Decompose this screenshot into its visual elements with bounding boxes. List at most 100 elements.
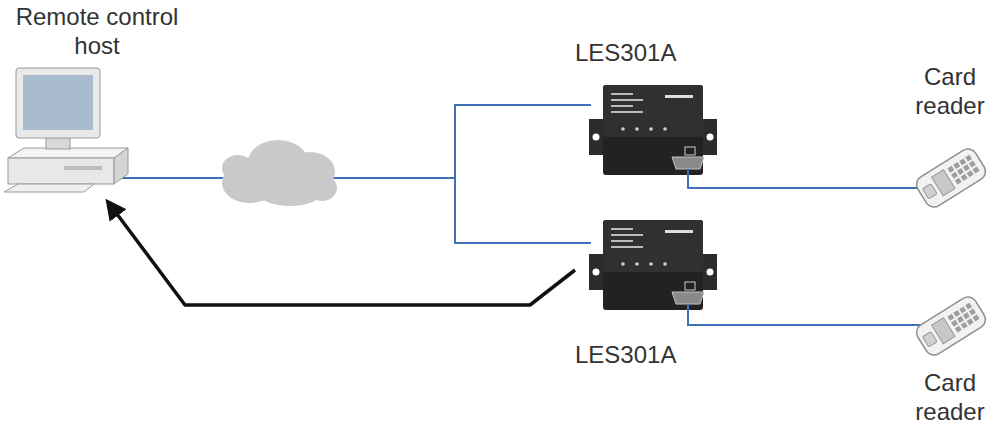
monitor-frame — [16, 68, 100, 138]
key — [955, 326, 962, 333]
key — [965, 155, 972, 162]
picture-group — [4, 68, 190, 192]
serial-device-server: LES301A — [575, 215, 715, 369]
ear-hole — [593, 269, 600, 276]
key — [957, 316, 964, 323]
db9-port — [672, 157, 704, 169]
key — [947, 166, 954, 173]
network-link — [715, 324, 905, 326]
cloud-puff — [307, 175, 337, 201]
logo-mark — [685, 282, 695, 290]
reader-screen — [932, 318, 956, 344]
device-top — [603, 85, 703, 137]
device-picture — [905, 290, 995, 368]
panel-mark — [611, 105, 633, 107]
panel-mark — [611, 99, 643, 101]
monitor-screen — [23, 75, 93, 130]
device-label: LES301A — [575, 38, 715, 67]
device-label: LES301A — [575, 340, 715, 369]
network-cloud — [222, 140, 337, 206]
network-link — [688, 182, 905, 188]
label-text: Remote control host — [4, 2, 190, 60]
key — [963, 164, 970, 171]
card-reader-icon — [913, 146, 989, 211]
label-text: LES301A — [575, 340, 676, 369]
device-body — [603, 85, 703, 175]
device-label: Card reader — [905, 368, 995, 426]
panel-mark — [611, 234, 643, 236]
mounting-ear — [703, 119, 717, 155]
key — [955, 178, 962, 185]
ear-hole — [593, 134, 600, 141]
reader-body — [913, 146, 989, 211]
mounting-ear — [589, 119, 603, 155]
keyboard — [4, 184, 94, 192]
key — [953, 310, 960, 317]
key — [963, 312, 970, 319]
card-slot — [922, 184, 937, 199]
key — [947, 314, 954, 321]
desktop-case — [8, 158, 114, 184]
key — [969, 309, 976, 316]
picture-group — [905, 146, 989, 211]
status-led — [635, 127, 639, 131]
key — [959, 158, 966, 165]
device-label: Remote control host — [4, 2, 190, 60]
key — [967, 170, 974, 177]
logo-mark — [665, 230, 693, 233]
ear-hole — [707, 269, 714, 276]
device-label: Card reader — [905, 62, 995, 120]
mounting-ear — [703, 254, 717, 290]
drive-slot — [64, 166, 102, 170]
picture-group — [905, 294, 989, 359]
db9-port — [672, 292, 704, 304]
mounting-ear — [589, 254, 603, 290]
status-led — [635, 262, 639, 266]
key — [951, 172, 958, 179]
key — [969, 161, 976, 168]
key — [961, 174, 968, 181]
panel-mark — [611, 228, 633, 230]
logo-mark — [685, 147, 695, 155]
label-text: LES301A — [575, 38, 676, 67]
key — [965, 303, 972, 310]
picture-group — [575, 85, 717, 182]
picture-group — [575, 220, 717, 325]
device-body — [603, 220, 703, 310]
key — [967, 318, 974, 325]
cable-stub — [687, 169, 689, 182]
card-reader: Card reader — [905, 62, 995, 215]
key — [961, 322, 968, 329]
reader-body — [913, 294, 989, 359]
panel-mark — [611, 93, 633, 95]
status-led — [663, 262, 667, 266]
panel-mark — [611, 111, 643, 113]
device-picture — [4, 60, 190, 200]
label-text: Card reader — [905, 368, 995, 426]
label-text: Card reader — [905, 62, 995, 120]
device-top — [603, 220, 703, 272]
data-flow-arrow — [108, 202, 575, 305]
key — [951, 320, 958, 327]
cable-stub — [114, 177, 190, 179]
card-slot — [922, 332, 937, 347]
key — [973, 315, 980, 322]
card-reader-icon — [913, 294, 989, 359]
cable-stub — [575, 104, 591, 106]
serial-device-server: LES301A — [575, 38, 715, 182]
status-led — [663, 127, 667, 131]
key — [959, 306, 966, 313]
key — [973, 167, 980, 174]
device-picture — [575, 215, 715, 340]
logo-mark — [665, 95, 693, 98]
status-led — [621, 262, 625, 266]
cable-stub — [688, 304, 715, 325]
ear-hole — [707, 134, 714, 141]
card-reader: Card reader — [905, 290, 995, 426]
status-led — [649, 127, 653, 131]
device-picture — [905, 120, 995, 215]
device-picture — [575, 67, 715, 182]
key — [957, 168, 964, 175]
